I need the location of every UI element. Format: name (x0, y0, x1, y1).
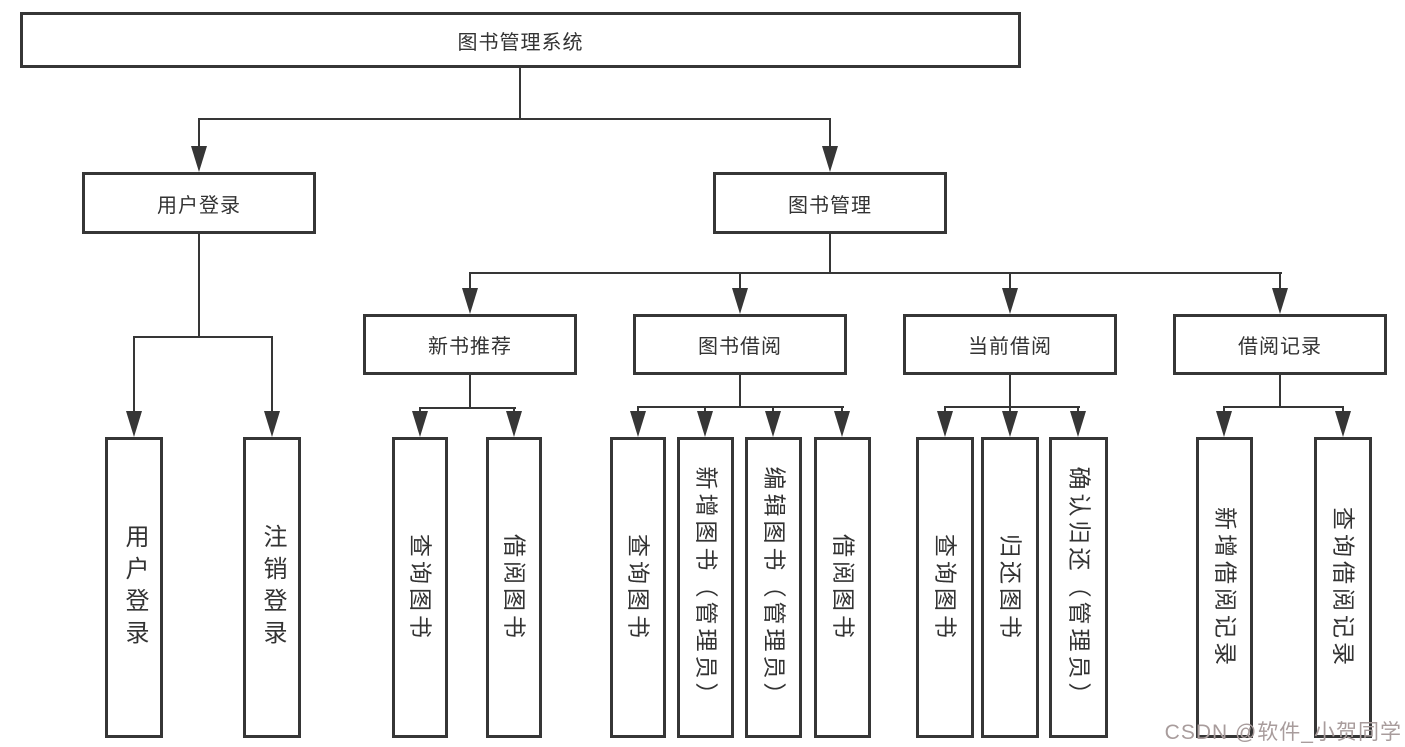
arrowhead-icon (1335, 411, 1351, 437)
leaf-borrow-borrow-books: 借阅图书 (814, 437, 871, 738)
leaf-recommend-query-books-label: 查询图书 (407, 533, 434, 642)
connector-line (469, 375, 471, 407)
connector-line (1279, 375, 1281, 406)
connector-line (271, 336, 273, 414)
node-borrow-records: 借阅记录 (1173, 314, 1387, 375)
node-user-login-label: 用户登录 (157, 194, 241, 217)
arrowhead-icon (822, 146, 838, 172)
leaf-return-books-label: 归还图书 (997, 533, 1024, 642)
arrowhead-icon (264, 411, 280, 437)
arrowhead-icon (697, 411, 713, 437)
leaf-return-books: 归还图书 (981, 437, 1039, 738)
node-current-borrow-label: 当前借阅 (968, 336, 1052, 358)
node-user-login: 用户登录 (82, 172, 316, 234)
arrowhead-icon (412, 411, 428, 437)
arrowhead-icon (1002, 411, 1018, 437)
connector-line (469, 272, 471, 290)
arrowhead-icon (1216, 411, 1232, 437)
arrowhead-icon (1070, 411, 1086, 437)
connector-line (133, 336, 273, 338)
leaf-add-books-admin-label: 新增图书（管理员） (693, 466, 719, 709)
leaf-add-borrow-record-label: 新增借阅记录 (1212, 506, 1238, 669)
leaf-user-login: 用户登录 (105, 437, 163, 738)
leaf-recommend-borrow-books: 借阅图书 (486, 437, 542, 738)
leaf-current-query-books: 查询图书 (916, 437, 974, 738)
node-book-borrow: 图书借阅 (633, 314, 847, 375)
connector-line (1223, 406, 1344, 408)
node-root-label: 图书管理系统 (457, 31, 584, 54)
leaf-confirm-return-admin-label: 确认归还（管理员） (1066, 466, 1092, 709)
connector-line (198, 118, 200, 150)
leaf-recommend-query-books: 查询图书 (392, 437, 448, 738)
node-book-borrow-label: 图书借阅 (698, 336, 782, 358)
arrowhead-icon (1272, 288, 1288, 314)
arrowhead-icon (834, 411, 850, 437)
connector-line (1009, 406, 1011, 415)
connector-line (133, 336, 135, 414)
connector-line (1009, 375, 1011, 406)
node-borrow-records-label: 借阅记录 (1238, 336, 1322, 358)
node-root: 图书管理系统 (20, 12, 1021, 68)
connector-line (519, 68, 521, 118)
arrowhead-icon (462, 288, 478, 314)
leaf-add-borrow-record: 新增借阅记录 (1196, 437, 1253, 738)
leaf-borrow-query-books: 查询图书 (610, 437, 666, 738)
connector-line (739, 272, 741, 290)
arrowhead-icon (506, 411, 522, 437)
connector-line (1009, 272, 1011, 290)
arrowhead-icon (1002, 288, 1018, 314)
leaf-edit-books-admin: 编辑图书（管理员） (745, 437, 802, 738)
leaf-logout-label: 注销登录 (259, 523, 286, 652)
connector-line (1342, 406, 1344, 415)
arrowhead-icon (191, 146, 207, 172)
connector-line (841, 406, 843, 415)
node-new-book-recommend-label: 新书推荐 (428, 336, 512, 358)
node-current-borrow: 当前借阅 (903, 314, 1117, 375)
connector-line (1077, 406, 1079, 415)
leaf-query-borrow-record-label: 查询借阅记录 (1330, 506, 1357, 669)
arrowhead-icon (732, 288, 748, 314)
connector-line (829, 118, 831, 150)
node-new-book-recommend: 新书推荐 (363, 314, 577, 375)
node-book-management: 图书管理 (713, 172, 947, 234)
connector-line (198, 118, 831, 120)
connector-line (469, 272, 1282, 274)
leaf-user-login-label: 用户登录 (121, 523, 148, 652)
connector-line (1279, 272, 1281, 290)
leaf-edit-books-admin-label: 编辑图书（管理员） (761, 466, 787, 709)
connector-line (419, 407, 516, 409)
connector-line (198, 234, 200, 336)
leaf-current-query-books-label: 查询图书 (932, 533, 959, 642)
leaf-borrow-query-books-label: 查询图书 (625, 533, 652, 642)
watermark: CSDN @软件_小贺同学 (1164, 721, 1402, 744)
leaf-add-books-admin: 新增图书（管理员） (677, 437, 734, 738)
connector-line (704, 406, 706, 415)
arrowhead-icon (937, 411, 953, 437)
connector-line (772, 406, 774, 415)
connector-line (637, 406, 639, 415)
arrowhead-icon (765, 411, 781, 437)
leaf-logout: 注销登录 (243, 437, 301, 738)
connector-line (637, 406, 844, 408)
leaf-recommend-borrow-books-label: 借阅图书 (501, 533, 528, 642)
leaf-borrow-borrow-books-label: 借阅图书 (830, 533, 856, 642)
connector-line (739, 375, 741, 406)
node-book-management-label: 图书管理 (788, 194, 872, 217)
connector-line (829, 234, 831, 272)
connector-line (944, 406, 946, 415)
arrowhead-icon (126, 411, 142, 437)
leaf-confirm-return-admin: 确认归还（管理员） (1049, 437, 1108, 738)
connector-line (944, 406, 1080, 408)
connector-line (1223, 406, 1225, 415)
arrowhead-icon (630, 411, 646, 437)
leaf-query-borrow-record: 查询借阅记录 (1314, 437, 1372, 738)
